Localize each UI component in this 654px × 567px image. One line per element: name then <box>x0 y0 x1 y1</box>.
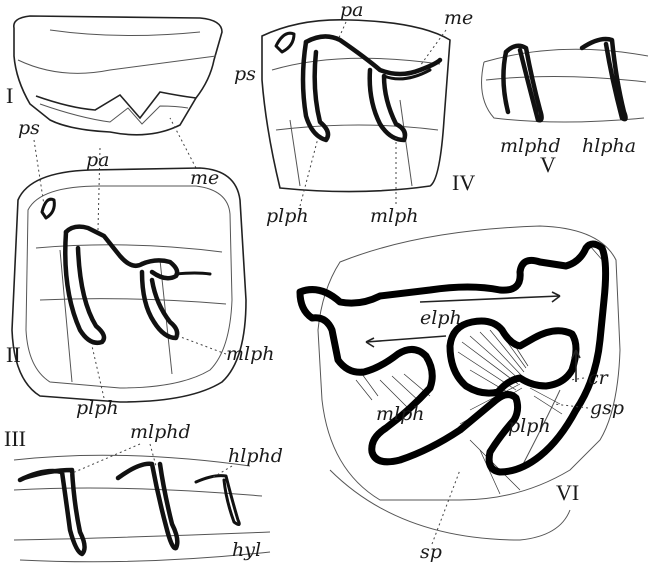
fig6-label-plph: plph <box>508 415 551 437</box>
fig4-leader-plph <box>300 138 318 206</box>
fig3-label-hyl: hyl <box>232 539 261 561</box>
fig5-loph-1-rear <box>503 52 508 112</box>
fig3-loph-1 <box>20 470 85 554</box>
fig2-leader-plph <box>92 346 104 398</box>
fig1-number: I <box>6 83 13 108</box>
fig4-label-ps: ps <box>234 63 256 85</box>
fig3-label-mlphd: mlphd <box>130 421 191 443</box>
fig4-label-me: me <box>444 7 473 29</box>
fig3-top-line <box>14 455 250 466</box>
fig6-hatching <box>356 244 606 494</box>
fig4-number: IV <box>452 170 475 195</box>
fig3-loph-2 <box>118 464 177 548</box>
fig1-tooth-outline <box>14 16 222 135</box>
fig2-metaloph-tail <box>176 273 210 274</box>
fig2-label-plph: plph <box>76 397 119 419</box>
figure-5 <box>482 39 648 122</box>
fig2-posterior-loph <box>65 232 104 343</box>
fig1-cusp-line <box>36 92 196 118</box>
fig5-loph-2 <box>582 39 626 119</box>
fig1-leader-me <box>170 118 196 168</box>
figure-2 <box>12 168 246 402</box>
fig4-label-plph: plph <box>266 205 309 227</box>
figure-4 <box>262 20 450 192</box>
figure-1 <box>14 16 222 135</box>
fig4-loph-crest <box>306 36 440 74</box>
fig1-crown-line <box>18 56 216 73</box>
fig1-inner-line <box>40 104 188 124</box>
fig6-label-mlph: mlph <box>376 403 425 425</box>
fig2-number: II <box>6 342 21 367</box>
fig6-root-line <box>330 470 570 540</box>
fig3-loph-3 <box>196 476 239 525</box>
fig6-leader-sp <box>432 470 460 544</box>
fig2-protostyle <box>42 199 54 218</box>
fig4-label-mlph: mlph <box>370 205 419 227</box>
fig2-label-mlph: mlph <box>226 343 275 365</box>
fig5-loph-1 <box>506 46 542 121</box>
fig5-label-hlpha: hlpha <box>582 135 636 157</box>
fig2-middle-loph <box>142 272 177 338</box>
fig2-leader-mlph <box>178 336 226 354</box>
fig4-label-pa: pa <box>340 0 364 21</box>
fig4-protostyle <box>276 33 294 52</box>
fig6-label-cr: cr <box>588 367 610 389</box>
fig3-label-hlphd: hlphd <box>228 445 283 467</box>
fig6-arrow-line-2 <box>366 336 446 342</box>
fig4-inner-line-1 <box>272 58 440 70</box>
fig4-inner-line-4 <box>400 100 412 186</box>
fig6-leader-cr <box>570 378 584 380</box>
fig4-middle-loph <box>370 70 405 140</box>
fig3-number: III <box>4 426 26 451</box>
fig6-label-sp: sp <box>420 541 442 563</box>
fig2-metacone-loop <box>142 260 177 278</box>
fig4-leader-pa <box>338 22 346 40</box>
fig5-middle-line <box>486 76 646 82</box>
fig6-arrow-line <box>420 296 560 302</box>
fig1-top-line <box>50 30 200 36</box>
fig2-inner-outline <box>26 186 232 388</box>
fig1-label-pa: pa <box>86 149 110 171</box>
fig4-posterior-loph <box>303 42 328 140</box>
fig4-inner-line-3 <box>290 120 300 186</box>
fig6-label-gsp: gsp <box>590 397 624 419</box>
fig1-leader-ps <box>34 140 44 205</box>
fig4-inner-line-2 <box>276 125 438 130</box>
fig6-label-elph: elph <box>420 307 462 329</box>
fig1-label-ps: ps <box>18 117 40 139</box>
fig6-number: VI <box>556 480 579 505</box>
fig5-label-mlphd: mlphd <box>500 135 561 157</box>
